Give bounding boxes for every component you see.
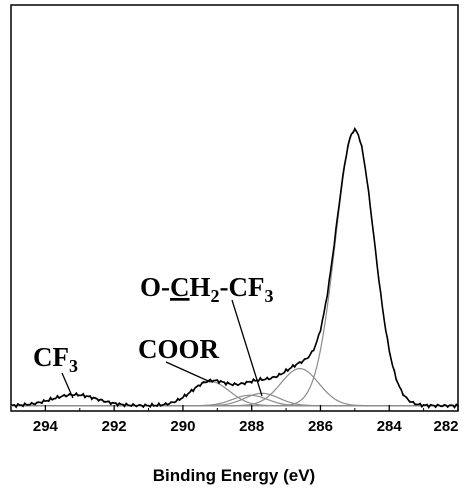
fit-component-2 [11, 367, 458, 407]
x-tick-label-284: 284 [377, 418, 403, 435]
x-tick-label-286: 286 [308, 418, 333, 435]
annotation-2: COOR [138, 334, 220, 364]
annotation-leader-3 [231, 299, 263, 397]
measured-spectrum-line [10, 126, 459, 409]
fit-component-4 [11, 394, 458, 407]
x-tick-label-292: 292 [102, 418, 127, 435]
x-tick-label-294: 294 [33, 418, 59, 435]
x-axis-title: Binding Energy (eV) [153, 466, 315, 485]
x-tick-label-282: 282 [433, 418, 458, 435]
annotation-leader-2 [165, 361, 211, 383]
x-axis-ticks: 294 292 290 288 286 284 282 [10, 405, 459, 435]
x-tick-label-288: 288 [239, 418, 264, 435]
fit-envelope [10, 129, 458, 407]
fit-component-1 [11, 129, 458, 407]
fit-components [10, 129, 458, 407]
peak-annotations: CF3​ COOR O-CH2​-CF3​ [33, 272, 274, 399]
annotation-1: CF3​ [33, 342, 78, 376]
x-tick-label-290: 290 [170, 418, 195, 435]
annotation-3: O-CH2​-CF3​ [140, 272, 274, 306]
plot-frame [10, 4, 459, 412]
annotation-leader-1 [61, 372, 74, 399]
